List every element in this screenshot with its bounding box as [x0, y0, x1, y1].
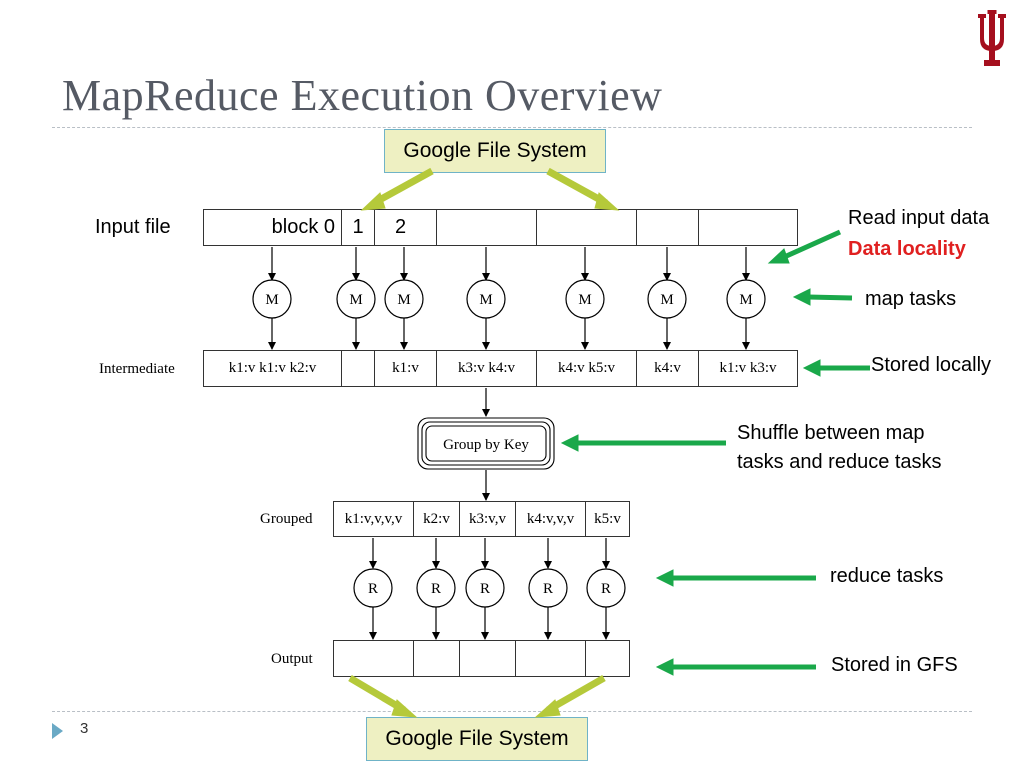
input-block-1: 1 — [342, 210, 375, 245]
stored-locally-note: Stored locally — [871, 354, 992, 376]
stored-gfs-note: Stored in GFS — [831, 654, 958, 676]
svg-text:M: M — [265, 292, 278, 308]
map-node: M — [252, 279, 292, 319]
map-tasks-arrow — [792, 288, 853, 306]
group-by-key-label: Group by Key — [443, 437, 529, 453]
svg-text:M: M — [479, 292, 492, 308]
svg-text:M: M — [578, 292, 591, 308]
intermediate-label: Intermediate — [99, 361, 175, 377]
svg-text:R: R — [601, 581, 611, 597]
footer-divider — [52, 711, 972, 712]
svg-text:R: R — [368, 581, 378, 597]
reduce-node: R — [416, 568, 456, 608]
grouped-cell-4: k5:v — [594, 510, 621, 527]
input-block-2: 2 — [375, 210, 437, 245]
intermediate-cell-1 — [342, 351, 375, 386]
svg-text:R: R — [431, 581, 441, 597]
map-node: M — [647, 279, 687, 319]
intermediate-cell-2: k1:v — [375, 351, 437, 386]
intermediate-cell-4: k4:v k5:v — [537, 351, 637, 386]
output-cell-1 — [414, 641, 460, 676]
reduce-node: R — [586, 568, 626, 608]
output-cell-0 — [334, 641, 414, 676]
map-node: M — [726, 279, 766, 319]
svg-text:M: M — [739, 292, 752, 308]
output-row — [333, 640, 630, 677]
map-node: M — [565, 279, 605, 319]
output-label: Output — [271, 651, 313, 667]
shuffle-arrow — [560, 434, 726, 452]
input-file-label: Input file — [95, 216, 171, 238]
svg-text:M: M — [397, 292, 410, 308]
play-triangle-icon — [52, 723, 63, 739]
shuffle-note-line2: tasks and reduce tasks — [737, 451, 942, 473]
page-number: 3 — [80, 720, 89, 737]
iu-trident-logo — [978, 10, 1006, 66]
intermediate-cell-5: k4:v — [637, 351, 699, 386]
map-node: M — [466, 279, 506, 319]
reduce-nodes: R R R R R — [353, 568, 626, 608]
data-locality-note: Data locality — [848, 238, 966, 260]
grouped-cell-2: k3:v,v — [460, 502, 516, 536]
reduce-node: R — [353, 568, 393, 608]
input-block-3 — [437, 210, 537, 245]
intermediate-cell-3: k3:v k4:v — [437, 351, 537, 386]
svg-text:M: M — [660, 292, 673, 308]
grouped-row: k1:v,v,v,v k2:v k3:v,v k4:v,v,v k5:v — [333, 501, 630, 537]
reduce-node: R — [465, 568, 505, 608]
map-node: M — [336, 279, 376, 319]
intermediate-cell-6: k1:v k3:v — [719, 360, 777, 376]
shuffle-note-line1: Shuffle between map — [737, 422, 925, 444]
reduce-node: R — [528, 568, 568, 608]
input-file-row: block 0 1 2 — [203, 209, 798, 246]
svg-text:R: R — [480, 581, 490, 597]
gfs-bottom-box: Google File System — [366, 717, 588, 761]
grouped-cell-3: k4:v,v,v — [516, 502, 586, 536]
map-node: M — [384, 279, 424, 319]
gfs-read-arrows — [360, 167, 620, 211]
output-cell-3 — [516, 641, 586, 676]
slide-title: MapReduce Execution Overview — [62, 71, 663, 120]
grouped-cell-0: k1:v,v,v,v — [334, 502, 414, 536]
data-locality-arrow — [767, 229, 842, 264]
gfs-write-arrows — [348, 674, 606, 718]
group-by-key-box: Group by Key — [417, 417, 555, 470]
stored-gfs-arrow — [655, 658, 816, 676]
stored-locally-arrow — [802, 359, 870, 377]
intermediate-cell-0: k1:v k1:v k2:v — [204, 351, 342, 386]
title-divider — [52, 127, 972, 128]
annotation-arrows — [560, 229, 870, 676]
map-connectors — [268, 247, 750, 640]
input-block-0: block 0 — [204, 210, 342, 245]
reduce-tasks-arrow — [655, 569, 816, 587]
read-input-note: Read input data — [848, 207, 990, 229]
input-block-5 — [637, 210, 699, 245]
map-nodes: M M M M M M M — [252, 279, 766, 319]
svg-text:R: R — [543, 581, 553, 597]
gfs-top-box: Google File System — [384, 129, 606, 173]
intermediate-row: k1:v k1:v k2:v k1:v k3:v k4:v k4:v k5:v … — [203, 350, 798, 387]
map-tasks-note: map tasks — [865, 288, 957, 310]
output-cell-2 — [460, 641, 516, 676]
reduce-tasks-note: reduce tasks — [830, 565, 944, 587]
svg-text:M: M — [349, 292, 362, 308]
grouped-cell-1: k2:v — [414, 502, 460, 536]
input-block-4 — [537, 210, 637, 245]
grouped-label: Grouped — [260, 511, 313, 527]
